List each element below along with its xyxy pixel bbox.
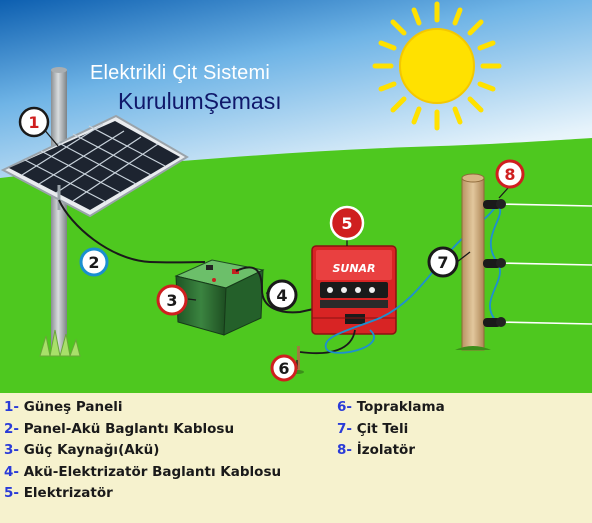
battery (174, 259, 265, 336)
grass-field (0, 138, 592, 393)
badge-4: 4 (266, 279, 298, 311)
legend-item: 8- İzolatör (337, 442, 415, 458)
legend-item: 7- Çit Teli (337, 420, 409, 437)
ground-rod (297, 346, 300, 372)
legend-item: 4- Akü-Elektrizatör Baglantı Kablosu (4, 463, 282, 480)
legend-column-left: 1- Güneş Paneli 2- Panel-Akü Baglantı Ka… (4, 397, 281, 505)
panel-battery-cable (58, 199, 206, 264)
insulator-icon (483, 199, 506, 209)
svg-text:8: 8 (504, 165, 515, 184)
solar-panel (0, 114, 189, 218)
energizer: SUNAR (311, 245, 397, 335)
legend-item: 1- Güneş Paneli (4, 399, 123, 415)
panel-pole (51, 70, 67, 355)
insulators (483, 199, 506, 327)
legend-item: 2- Panel-Akü Baglantı Kablosu (4, 420, 235, 437)
svg-text:7: 7 (437, 253, 448, 272)
insulator-icon (483, 258, 506, 268)
energizer-brand: SUNAR (332, 262, 375, 275)
badge-1: 1 (18, 106, 50, 138)
legend-item: 3- Güç Kaynağı(Akü) (4, 442, 160, 458)
svg-text:4: 4 (276, 286, 287, 305)
legend-item: 5- Elektrizatör (4, 485, 113, 501)
legend-panel: 1- Güneş Paneli 2- Panel-Akü Baglantı Ka… (0, 393, 592, 523)
title-line-2: KurulumŞeması (118, 88, 282, 114)
legend-column-right: 6- Topraklama 7- Çit Teli 8- İzolatör (337, 397, 445, 462)
badge-6: 6 (270, 354, 298, 382)
sun-icon (372, 1, 502, 131)
svg-text:3: 3 (166, 291, 177, 310)
installation-scene: SUNAR (0, 0, 592, 393)
svg-text:1: 1 (28, 113, 39, 132)
badge-2: 2 (79, 247, 109, 277)
title-line-1: Elektrikli Çit Sistemi (90, 62, 270, 84)
badge-8: 8 (495, 159, 525, 189)
callout-line-7 (456, 251, 471, 263)
legend-item: 6- Topraklama (337, 399, 445, 415)
svg-text:5: 5 (341, 214, 352, 233)
badge-5: 5 (329, 205, 365, 241)
badge-3: 3 (156, 284, 188, 316)
grass-tuft (39, 329, 81, 358)
svg-text:6: 6 (278, 359, 289, 378)
svg-text:2: 2 (88, 253, 99, 272)
callout-line-3 (187, 298, 197, 301)
badge-7: 7 (427, 246, 459, 278)
insulator-icon (483, 317, 506, 327)
fence-wires (496, 203, 592, 325)
callout-line-8 (498, 187, 509, 199)
battery-energizer-cable (235, 266, 319, 314)
ground-wire (299, 329, 356, 355)
